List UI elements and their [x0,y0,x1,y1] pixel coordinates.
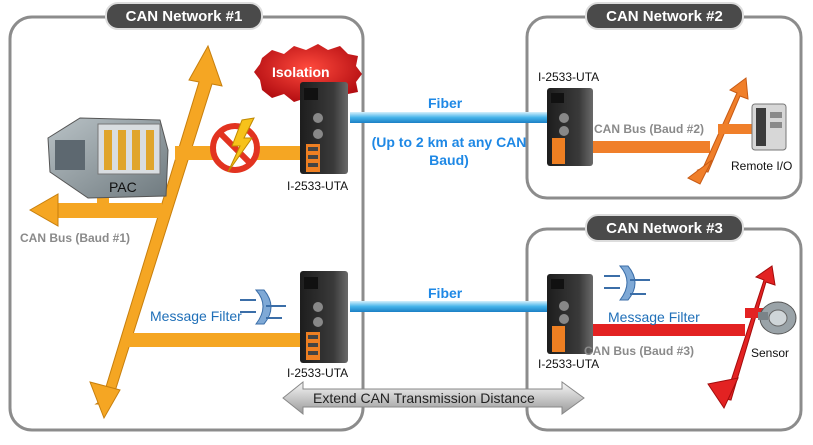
title-tab-network-3 [585,214,744,242]
message-filter-label-net3: Message Filter [608,309,700,325]
device-net3-image [547,274,593,354]
message-filter-label-net1: Message Filter [150,308,242,324]
device-net1-bottom-image [300,271,348,363]
sensor-label: Sensor [751,346,790,360]
fiber-link-top [350,112,550,123]
device-net2-image [547,88,593,166]
fiber-link-bottom [350,301,550,312]
device-net1-top-image [300,82,348,174]
pac-controller-image [47,117,169,199]
fiber-label-top: Fiber [428,95,463,111]
message-filter-icon-net3 [604,265,650,301]
can-bus-3-label: CAN Bus (Baud #3) [584,344,695,358]
device-net1-bottom-label: I-2533-UTA [287,366,349,380]
network-2-title: CAN Network #2 [606,8,723,25]
can-bus-2-label: CAN Bus (Baud #2) [594,122,705,136]
can-bus-1 [28,44,306,420]
sensor-image [758,301,797,335]
message-filter-icon-net1 [240,289,286,325]
remote-io-image [751,103,787,151]
network-3-title: CAN Network #3 [606,220,723,237]
isolation-label: Isolation [272,64,330,80]
device-net3-label: I-2533-UTA [538,357,600,371]
device-net1-top-label: I-2533-UTA [287,179,349,193]
extend-distance-label: Extend CAN Transmission Distance [313,390,535,406]
extend-distance-arrow [282,380,585,416]
can-bus-1-label: CAN Bus (Baud #1) [20,231,131,245]
remote-io-label: Remote I/O [731,159,793,173]
network-1-title: CAN Network #1 [125,8,243,25]
title-tab-network-2 [585,2,744,30]
title-tab-network-1 [105,2,263,30]
fiber-distance-note: (Up to 2 km at any CAN Baud) [371,134,527,168]
device-net2-label: I-2533-UTA [538,70,600,84]
isolation-block-icon [210,117,260,173]
pac-label: PAC [109,179,137,195]
can-bus-3 [570,265,776,410]
fiber-label-bottom: Fiber [428,285,463,301]
can-bus-2 [570,77,758,185]
